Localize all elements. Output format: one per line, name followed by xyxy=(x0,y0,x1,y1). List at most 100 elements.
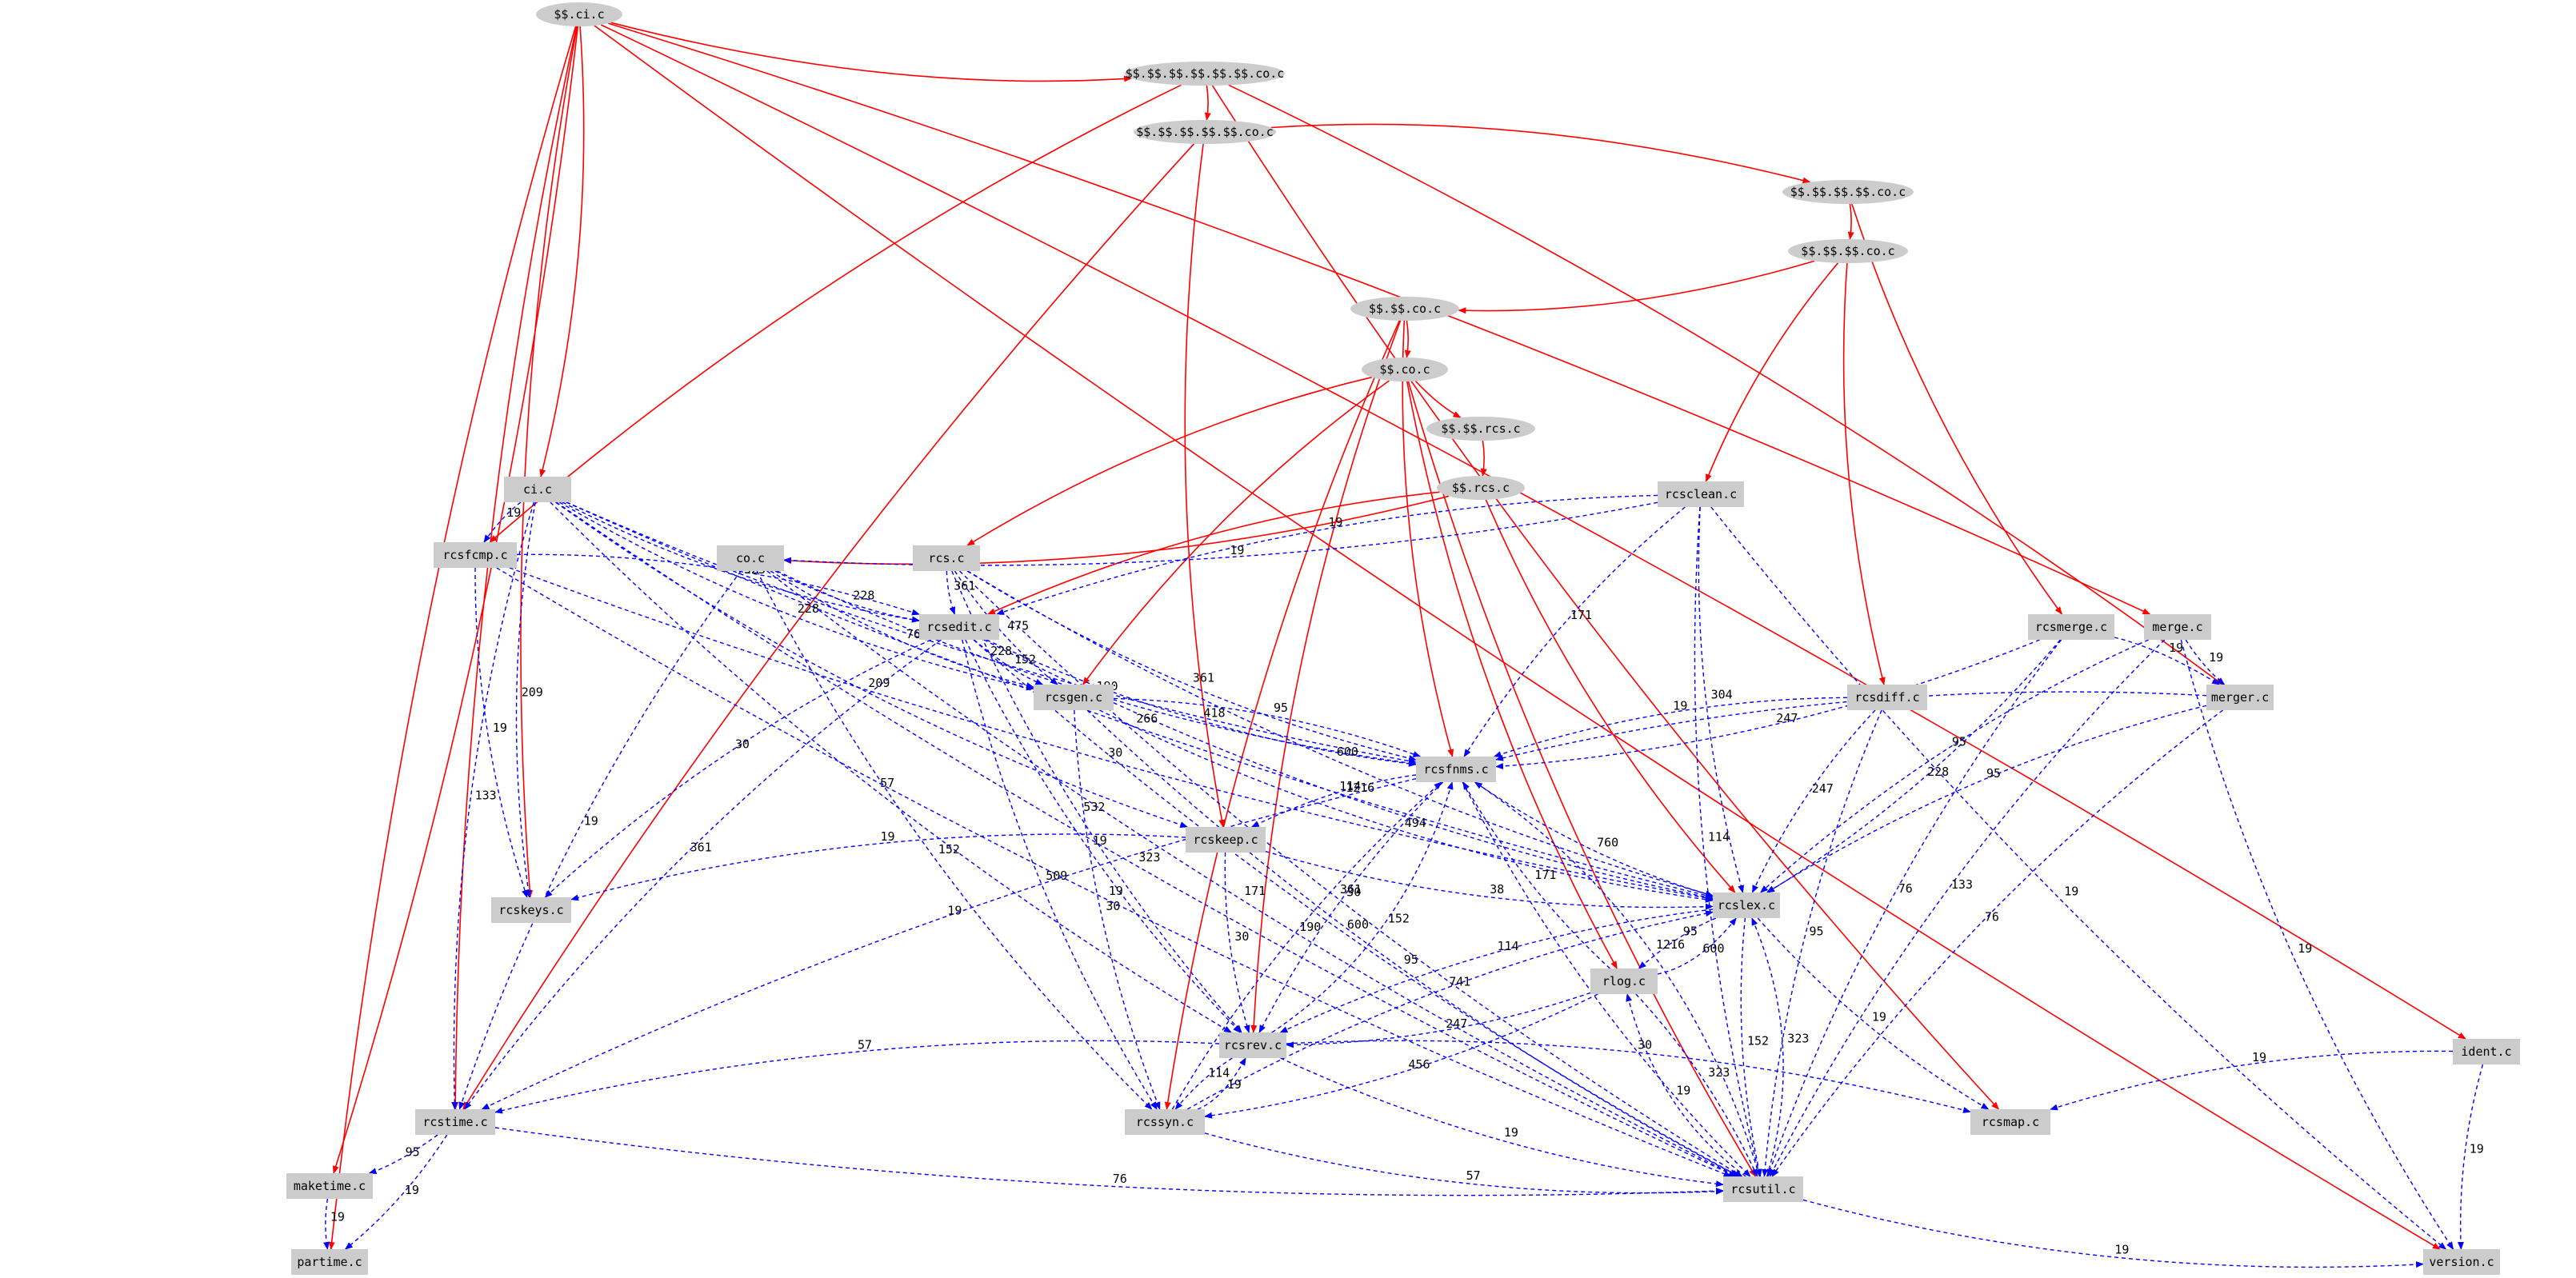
node-shape-rcssyn xyxy=(1125,1109,1205,1135)
node-n_s3[interactable]: $$.$$.$$.co.c xyxy=(1788,239,1908,263)
edge-n_s5-to-rcstime xyxy=(462,143,1195,1110)
edge-rcsmerge-to-rcsutil xyxy=(1766,639,2062,1177)
edge-n_rcs-to-rcsedit xyxy=(986,491,1440,615)
node-n_s6[interactable]: $$.$$.$$.$$.$$.$$.co.c xyxy=(1125,62,1285,86)
edge-label-rcsclean-to-rcslex: 304 xyxy=(1711,687,1733,701)
node-shape-rcsutil xyxy=(1723,1176,1803,1202)
node-rcsrev[interactable]: rcsrev.c xyxy=(1219,1032,1286,1058)
edge-n_s4-to-rcsmerge xyxy=(1851,203,2062,615)
edge-label-rcstime-to-maketime: 95 xyxy=(406,1144,420,1159)
node-partime[interactable]: partime.c xyxy=(291,1249,368,1275)
node-ci[interactable]: ci.c xyxy=(504,477,571,502)
node-version[interactable]: version.c xyxy=(2423,1249,2500,1275)
node-merger[interactable]: merger.c xyxy=(2206,685,2274,710)
edge-merger-to-rcslex xyxy=(1766,705,2207,893)
edge-label-ci-to-rcsfnms: 228 xyxy=(990,644,1012,658)
node-ident[interactable]: ident.c xyxy=(2453,1039,2520,1064)
node-n_s1[interactable]: $$.co.c xyxy=(1362,357,1448,381)
edge-label-merger-to-rcsutil: 76 xyxy=(1985,910,1999,925)
edge-label-merge-to-rcsutil: 133 xyxy=(1951,877,1973,892)
node-rcsmap[interactable]: rcsmap.c xyxy=(1970,1109,2050,1135)
node-rcsgen[interactable]: rcsgen.c xyxy=(1034,685,1114,710)
edge-label-rcsclean-to-rcsutil: 114 xyxy=(1708,830,1730,845)
node-n_s5[interactable]: $$.$$.$$.$$.$$.co.c xyxy=(1134,120,1276,144)
edge-ci-to-rcsutil xyxy=(556,501,1737,1177)
node-shape-rcsedit xyxy=(919,614,999,640)
edge-rcsedit-to-rcsrev xyxy=(965,639,1242,1033)
node-shape-n_rcs xyxy=(1437,476,1525,500)
node-rcskeys[interactable]: rcskeys.c xyxy=(491,897,571,923)
node-rcsedit[interactable]: rcsedit.c xyxy=(919,614,999,640)
edge-label-rcs-to-rcsrev: 532 xyxy=(1083,800,1105,814)
edge-co-to-rcsgen xyxy=(770,570,1034,689)
node-rcsutil[interactable]: rcsutil.c xyxy=(1723,1176,1803,1202)
edge-n_s5-to-n_s4 xyxy=(1270,123,1811,184)
edge-rcsdiff-to-rcsfnms xyxy=(1493,697,1848,757)
edge-rcsfcmp-to-rcslex xyxy=(509,567,1714,901)
edge-label-rcsmerge-to-rcsfnms: 247 xyxy=(1776,711,1798,725)
edge-rcsclean-to-rcslex xyxy=(1698,506,1745,893)
node-rcsmerge[interactable]: rcsmerge.c xyxy=(2028,614,2114,640)
edge-rcstime-to-rcsutil xyxy=(494,1127,1724,1196)
edge-label-rcssyn-to-rcsrev: 19 xyxy=(1227,1077,1242,1092)
edge-n_s2-to-rcssyn xyxy=(1164,320,1401,1110)
edge-label-rcsclean-to-rcsfnms: 171 xyxy=(1570,608,1592,622)
node-label-n_s4: $$.$$.$$.$$.co.c xyxy=(1790,185,1906,199)
edge-rcsmerge-to-rcsfnms xyxy=(1495,639,2040,769)
node-rcsfnms[interactable]: rcsfnms.c xyxy=(1416,757,1496,782)
node-rcsclean[interactable]: rcsclean.c xyxy=(1658,481,1744,507)
node-rcstime[interactable]: rcstime.c xyxy=(415,1109,495,1135)
edge-label-rcsfcmp-to-rcslex: 30 xyxy=(1108,745,1122,760)
edge-label-rcstime-to-partime: 19 xyxy=(405,1183,419,1197)
node-rcsdiff[interactable]: rcsdiff.c xyxy=(1847,685,1927,710)
edge-label-co-to-rcssyn: 152 xyxy=(938,842,960,857)
node-n_s1rcs[interactable]: $$.$$.rcs.c xyxy=(1426,417,1535,441)
node-label-rcsfnms: rcsfnms.c xyxy=(1423,762,1488,777)
node-rcsfcmp[interactable]: rcsfcmp.c xyxy=(434,542,517,568)
node-n_ci_root[interactable]: $$.ci.c xyxy=(536,2,622,26)
edge-rcsedit-to-rcstime xyxy=(464,639,942,1110)
node-label-rcsutil: rcsutil.c xyxy=(1730,1182,1795,1196)
edge-rcs-to-rcsedit xyxy=(946,570,956,615)
edge-rcs-to-rcsfnms xyxy=(966,570,1417,761)
node-rcssyn[interactable]: rcssyn.c xyxy=(1125,1109,1205,1135)
node-shape-n_s5 xyxy=(1134,120,1276,144)
node-co[interactable]: co.c xyxy=(717,545,784,571)
edge-n_s1rcs-to-n_rcs xyxy=(1480,440,1487,477)
node-shape-rcskeys xyxy=(491,897,571,923)
edge-label-maketime-to-partime: 19 xyxy=(330,1210,345,1224)
node-shape-maketime xyxy=(286,1173,373,1199)
edge-ci-to-rcsedit xyxy=(562,501,920,623)
edge-n_s3-to-rcsdiff xyxy=(1842,262,1886,685)
node-rlog[interactable]: rlog.c xyxy=(1590,968,1658,994)
node-label-merge: merge.c xyxy=(2152,620,2202,634)
edge-label-rcsedit-to-rcsgen: 152 xyxy=(1014,653,1036,667)
edges-layer xyxy=(323,22,2484,1268)
edge-n_s6-to-rcsmap xyxy=(1211,85,1999,1110)
edge-label-rcsgen-to-rcsfnms: 95 xyxy=(1274,701,1288,715)
edge-label-rcsfcmp-to-rcsutil: 19 xyxy=(1109,884,1123,898)
node-label-partime: partime.c xyxy=(297,1255,362,1269)
edge-maketime-to-partime xyxy=(323,1198,330,1250)
node-rcskeep[interactable]: rcskeep.c xyxy=(1186,827,1266,853)
edge-n_s1-to-n_s1rcs xyxy=(1414,380,1462,418)
edge-ci-to-rcskeys xyxy=(515,501,536,898)
edge-label-rcsutil-to-rcslex: 323 xyxy=(1787,1032,1809,1046)
node-n_rcs[interactable]: $$.rcs.c xyxy=(1437,476,1525,500)
node-shape-merger xyxy=(2206,685,2274,710)
node-rcs[interactable]: rcs.c xyxy=(913,545,980,571)
edge-rcsdiff-to-rcsutil xyxy=(1762,709,1882,1177)
edge-rcsdiff-to-rcslex xyxy=(1751,709,1876,893)
edge-rcs-to-rcsrev xyxy=(951,570,1242,1033)
edge-label-merge-to-version: 19 xyxy=(2298,941,2312,956)
edge-label-rcs-to-rcsfnms: 361 xyxy=(1193,671,1214,685)
node-rcslex[interactable]: rcslex.c xyxy=(1713,893,1780,918)
edge-rlog-to-rcsfnms xyxy=(1462,781,1610,969)
node-merge[interactable]: merge.c xyxy=(2144,614,2211,640)
node-n_s4[interactable]: $$.$$.$$.$$.co.c xyxy=(1782,180,1914,204)
node-maketime[interactable]: maketime.c xyxy=(286,1173,373,1199)
node-n_s2[interactable]: $$.$$.co.c xyxy=(1350,297,1459,321)
node-label-n_ci_root: $$.ci.c xyxy=(554,7,604,22)
edge-label-merge-to-rcslex: 95 xyxy=(1952,734,1966,749)
edge-rcs-to-rcsutil xyxy=(959,570,1743,1177)
